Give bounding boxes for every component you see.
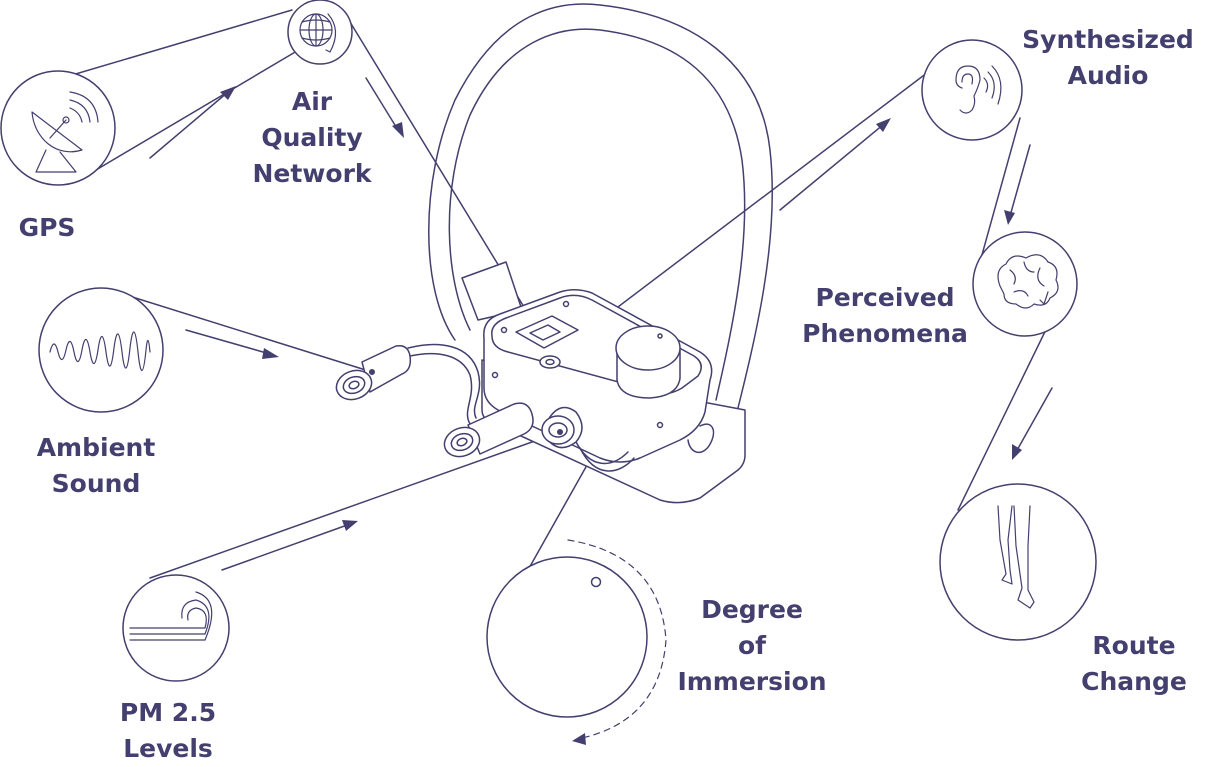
air-quality-label: Air Quality Network (252, 87, 372, 188)
ear-icon (955, 65, 1002, 114)
pm25-label: PM 2.5 Levels (119, 698, 217, 763)
wearable-device-icon (335, 3, 773, 504)
flow-arrows (149, 77, 1053, 571)
route-label: Route Change (1081, 631, 1187, 696)
ambient-sound-label: Ambient Sound (36, 433, 156, 498)
knob-dial-icon (567, 539, 667, 745)
microphone-left (335, 344, 412, 401)
globe-icon (299, 13, 337, 53)
synth-audio-node (921, 39, 1023, 141)
arrow-pm-to-device (221, 520, 358, 571)
arrow-gps-to-air (149, 86, 236, 159)
arrow-audio-to-perceived (1004, 144, 1031, 225)
synth-audio-label: Synthesized Audio (1022, 25, 1194, 90)
satellite-dish-icon (31, 91, 99, 173)
gps-node (0, 70, 116, 186)
arrow-perceived-to-route (1012, 387, 1053, 460)
air-quality-node (287, 0, 353, 65)
microphone-center (443, 402, 534, 458)
brain-icon (997, 254, 1059, 309)
microphone-right (541, 406, 583, 449)
immersion-node (486, 539, 667, 745)
arrow-ambient-to-device (185, 329, 279, 359)
sound-wave-icon (49, 331, 151, 372)
perceived-node (972, 231, 1078, 337)
walking-legs-icon (997, 505, 1035, 609)
pm25-node (122, 574, 230, 682)
gps-label: GPS (18, 213, 76, 242)
wind-icon (129, 591, 213, 641)
immersion-label: Degree of Immersion (677, 595, 827, 696)
perceived-label: Perceived Phenomena (802, 283, 968, 348)
ambient-sound-node (38, 287, 164, 413)
route-node (939, 483, 1097, 641)
arrow-air-to-device (365, 77, 404, 138)
arrow-device-to-audio (779, 118, 891, 211)
